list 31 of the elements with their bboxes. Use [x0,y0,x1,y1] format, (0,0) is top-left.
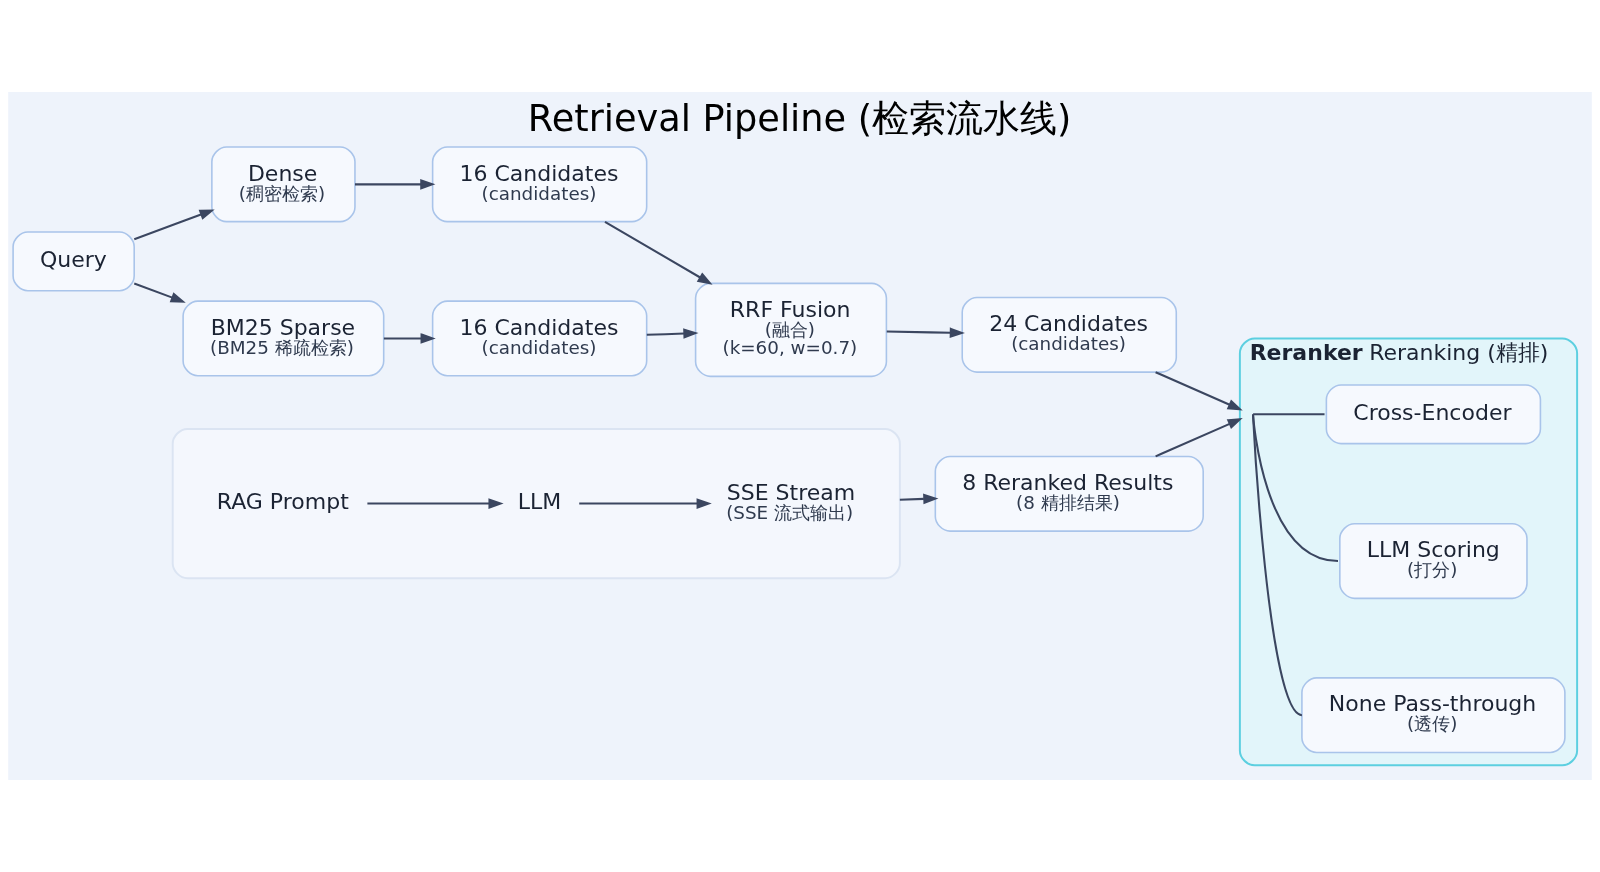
arrow [355,179,436,190]
node-box: 16 Candidates (candidates) [431,300,648,377]
arrow [133,282,186,303]
arrow [1155,371,1243,411]
arrow [604,220,713,285]
node-text: SSE Stream (SSE 流式输出) [726,479,856,523]
node-box: 16 Candidates (candidates) [431,146,648,223]
node-box: LLM Scoring (打分) [1339,522,1528,600]
connector [1251,414,1303,716]
node-box: Dense (稠密检索) [211,146,356,223]
arrow [886,327,965,338]
node-box: None Pass-through (透传) [1301,677,1566,754]
node-text: RAG Prompt [216,488,349,514]
arrow [646,328,699,339]
arrow [383,333,436,344]
connector [1253,413,1325,416]
cluster [171,428,901,580]
arrow [899,493,939,505]
arrow [1155,418,1243,458]
node-box: 24 Candidates (candidates) [961,296,1178,373]
arrow [579,498,712,509]
diagram-title: Retrieval Pipeline (检索流水线) [527,97,1072,141]
node-box: RRF Fusion (融合) (k=60, w=0.7) [694,282,888,378]
node-box: 8 Reranked Results (8 精排结果) [934,455,1204,532]
node-box: BM25 Sparse (BM25 稀疏检索) [182,300,385,377]
node-text: LLM [517,488,562,514]
connector [1251,414,1339,563]
arrow [133,209,215,241]
node-box: Query [12,231,135,292]
arrow [367,498,504,509]
node-box: Cross-Encoder [1325,384,1542,445]
